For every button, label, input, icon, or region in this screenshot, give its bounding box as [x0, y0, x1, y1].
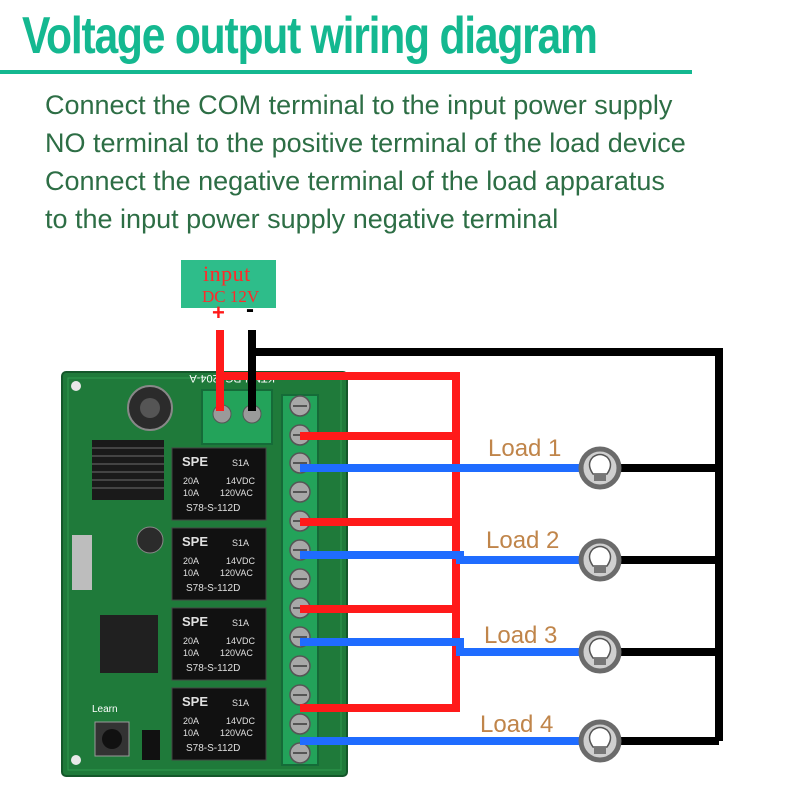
relay-rating-a2: 10A [183, 568, 199, 578]
negative-bus-wire [252, 348, 723, 741]
relay-rating-v2: 120VAC [220, 648, 253, 658]
bulb-base-icon [594, 474, 606, 481]
antenna-coil [92, 440, 164, 500]
relay-code: S1A [232, 618, 249, 628]
bulb-base-icon [594, 747, 606, 754]
learn-label: Learn [92, 704, 118, 715]
mount-hole [71, 755, 81, 765]
page-title: Voltage output wiring diagram [22, 7, 598, 65]
description-line-3: Connect the negative terminal of the loa… [45, 166, 665, 196]
load-label: Load 2 [486, 527, 559, 554]
relay-code: S1A [232, 538, 249, 548]
bulb-glass-icon [588, 453, 612, 475]
plus-sign: + [212, 300, 225, 325]
relay-rating-v2: 120VAC [220, 568, 253, 578]
load-2: Load 2 [486, 527, 622, 582]
load-wire-2 [300, 551, 590, 564]
title-underline [0, 70, 692, 74]
relay-model: S78-S-112D [186, 663, 240, 674]
bulb-glass-icon [588, 545, 612, 567]
relay-label-group: SPE S1A 20A 14VDC 10A 120VAC S78-S-112D [182, 694, 256, 754]
jumper [142, 730, 160, 760]
power-terminal-block [201, 389, 273, 445]
pcb-edge [67, 377, 342, 771]
relay-rating-a2: 10A [183, 488, 199, 498]
relay-model: S78-S-112D [186, 503, 240, 514]
loads: Load 1 Load 2 Load 3 Load 4 [480, 435, 622, 763]
input-voltage-label: DC 12V [202, 287, 260, 306]
load-4: Load 4 [480, 711, 622, 763]
relay-labels: SPE S1A 20A 14VDC 10A 120VAC S78-S-112D SPE S1A 2… [182, 454, 256, 754]
relay-3 [171, 607, 267, 681]
bulb-base-icon [594, 566, 606, 573]
relay-rating-v1: 14VDC [226, 636, 256, 646]
relay-brand: SPE [182, 614, 208, 629]
mount-hole [71, 381, 81, 391]
load-label: Load 1 [488, 435, 561, 462]
bulb-base-icon [594, 658, 606, 665]
relay-rating-a1: 20A [183, 636, 199, 646]
relay-rating-a1: 20A [183, 716, 199, 726]
relay-rating-v2: 120VAC [220, 488, 253, 498]
relay-rating-v2: 120VAC [220, 728, 253, 738]
input-label: input [203, 261, 251, 286]
relay-model: S78-S-112D [186, 743, 240, 754]
input-power-box [181, 260, 276, 308]
positive-bus-wire [220, 372, 460, 712]
description-line-1: Connect the COM terminal to the input po… [45, 90, 673, 120]
relay-1 [171, 447, 267, 521]
bulb-glass-icon [588, 726, 612, 748]
description-line-2: NO terminal to the positive terminal of … [45, 128, 686, 158]
relay-rating-a1: 20A [183, 556, 199, 566]
relay-4 [171, 687, 267, 761]
relay-label-group: SPE S1A 20A 14VDC 10A 120VAC S78-S-112D [182, 534, 256, 594]
minus-sign: - [246, 296, 254, 323]
relay-label-group: SPE S1A 20A 14VDC 10A 120VAC S78-S-112D [182, 454, 256, 514]
crystal [72, 535, 92, 590]
relay-brand: SPE [182, 454, 208, 469]
load-1: Load 1 [488, 435, 622, 490]
relay-brand: SPE [182, 534, 208, 549]
load-label: Load 4 [480, 711, 553, 738]
relay-code: S1A [232, 458, 249, 468]
relay-brand: SPE [182, 694, 208, 709]
relay-2 [171, 527, 267, 601]
relay-code: S1A [232, 698, 249, 708]
relay-rating-v1: 14VDC [226, 556, 256, 566]
load-label: Load 3 [484, 622, 557, 649]
learn-button-cap [102, 729, 122, 749]
wires [216, 330, 723, 745]
relay-rating-a1: 20A [183, 476, 199, 486]
relay-label-group: SPE S1A 20A 14VDC 10A 120VAC S78-S-112D [182, 614, 256, 674]
capacitor-top [140, 398, 160, 418]
load-wire-3 [300, 638, 590, 656]
relay-rating-v1: 14VDC [226, 476, 256, 486]
relay-model: S78-S-112D [186, 583, 240, 594]
relay-board [61, 371, 348, 777]
ic-chip [100, 615, 158, 673]
bulb-glass-icon [588, 637, 612, 659]
small-capacitor [136, 526, 164, 554]
description-line-4: to the input power supply negative termi… [45, 204, 559, 234]
relay-rating-v1: 14VDC [226, 716, 256, 726]
load-3: Load 3 [484, 622, 622, 674]
relay-rating-a2: 10A [183, 728, 199, 738]
relay-rating-a2: 10A [183, 648, 199, 658]
